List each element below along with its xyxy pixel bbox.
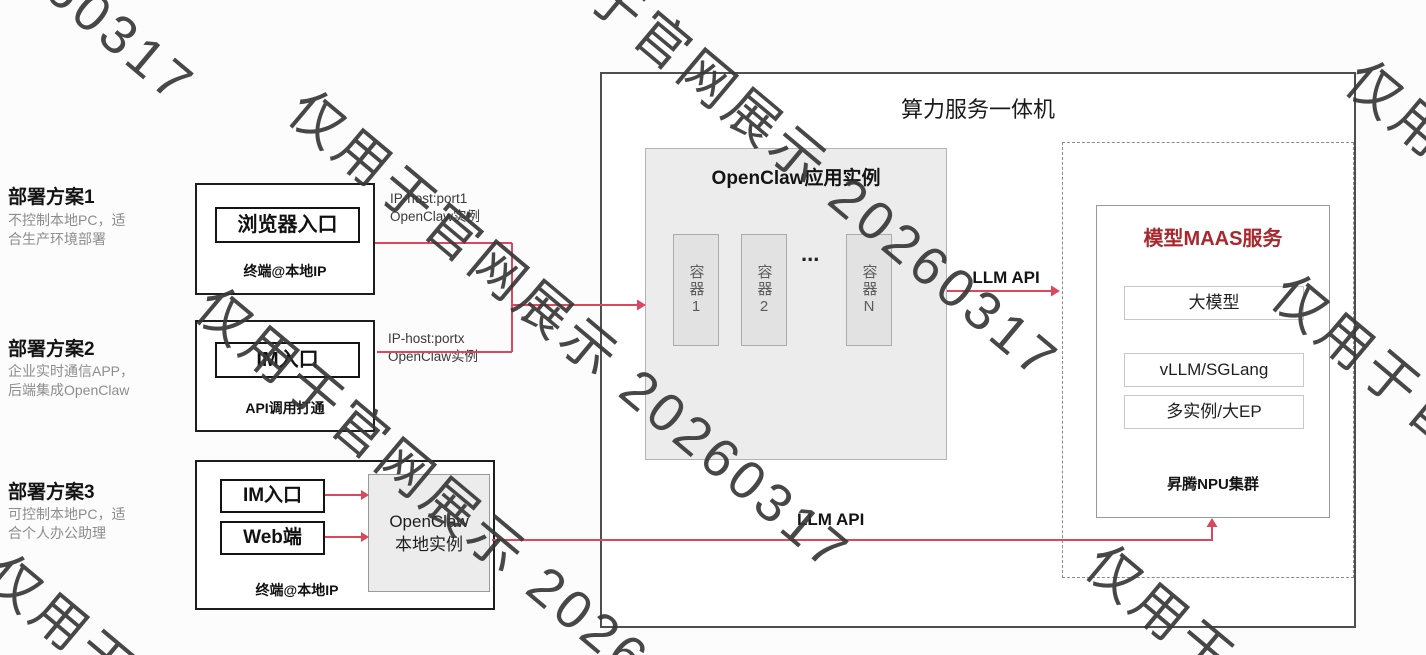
plan3-desc-line2: 合个人办公助理: [8, 525, 106, 541]
plan2-box: IM入口 API调用打通: [195, 320, 375, 432]
watermark: 仅用于官网展示 20260317: [0, 0, 216, 119]
llm-api-bottom-label: LLM API: [797, 510, 865, 529]
openclaw-app-instances-title: OpenClaw应用实例: [711, 168, 881, 189]
local-instance-line2: 本地实例: [395, 535, 463, 554]
openclaw-local-instance-box: OpenClaw 本地实例: [368, 474, 490, 592]
plan2-connection-line2: OpenClaw实例: [388, 349, 479, 364]
plan1-connection-label: IP-host:port1 OpenClaw实例: [390, 190, 480, 226]
maas-service-title: 模型MAAS服务: [1143, 228, 1283, 250]
local-instance-line1: OpenClaw: [389, 512, 469, 531]
plan2-title: 部署方案2: [8, 339, 95, 360]
plan3-title: 部署方案3: [8, 482, 95, 503]
plan1-connection-line2: OpenClaw实例: [390, 209, 481, 224]
plan3-terminal-footer: 终端@本地IP: [255, 582, 339, 598]
maas-item-multi-instance: 多实例/大EP: [1124, 395, 1304, 429]
plan1-terminal-footer: 终端@本地IP: [243, 263, 327, 279]
plan2-desc-line2: 后端集成OpenClaw: [8, 382, 130, 398]
container-2-label: 容器2: [755, 263, 773, 317]
plan3-im-entry-label: IM入口: [220, 479, 325, 513]
npu-cluster-label: 昇腾NPU集群: [1167, 476, 1259, 493]
openclaw-app-instances-box: OpenClaw应用实例 容器1 容器2 ... 容器N: [645, 148, 947, 460]
container-1-label: 容器1: [687, 263, 705, 317]
maas-item-vllm-sglang: vLLM/SGLang: [1124, 353, 1304, 387]
plan1-box: 浏览器入口 终端@本地IP: [195, 183, 375, 295]
maas-item-large-model: 大模型: [1124, 286, 1304, 320]
plan1-connection-line1: IP-host:port1: [390, 191, 468, 206]
im-entry-label: IM入口: [215, 342, 360, 378]
npu-dashed-region: [1062, 142, 1354, 578]
plan3-desc-line1: 可控制本地PC，适: [8, 506, 126, 522]
plan3-web-entry-label: Web端: [220, 521, 325, 555]
container-n-box: 容器N: [846, 234, 892, 346]
container-n-label: 容器N: [860, 263, 878, 317]
containers-ellipsis: ...: [801, 241, 820, 266]
plan1-desc-line2: 合生产环境部署: [8, 231, 106, 247]
container-1-box: 容器1: [673, 234, 719, 346]
browser-entry-label: 浏览器入口: [215, 207, 360, 243]
plan2-connection-line1: IP-host:portx: [388, 331, 465, 346]
llm-api-top-label: LLM API: [972, 268, 1040, 287]
maas-service-box: 模型MAAS服务 大模型 vLLM/SGLang 多实例/大EP 昇腾NPU集群: [1096, 205, 1330, 518]
plan1-desc-line1: 不控制本地PC，适: [8, 212, 126, 228]
plan2-api-footer: API调用打通: [245, 400, 325, 416]
plan2-desc-line1: 企业实时通信APP，: [8, 363, 135, 379]
plan1-title: 部署方案1: [8, 187, 95, 208]
compute-server-title: 算力服务一体机: [900, 97, 1055, 122]
plan2-connection-label: IP-host:portx OpenClaw实例: [388, 330, 478, 366]
container-2-box: 容器2: [741, 234, 787, 346]
